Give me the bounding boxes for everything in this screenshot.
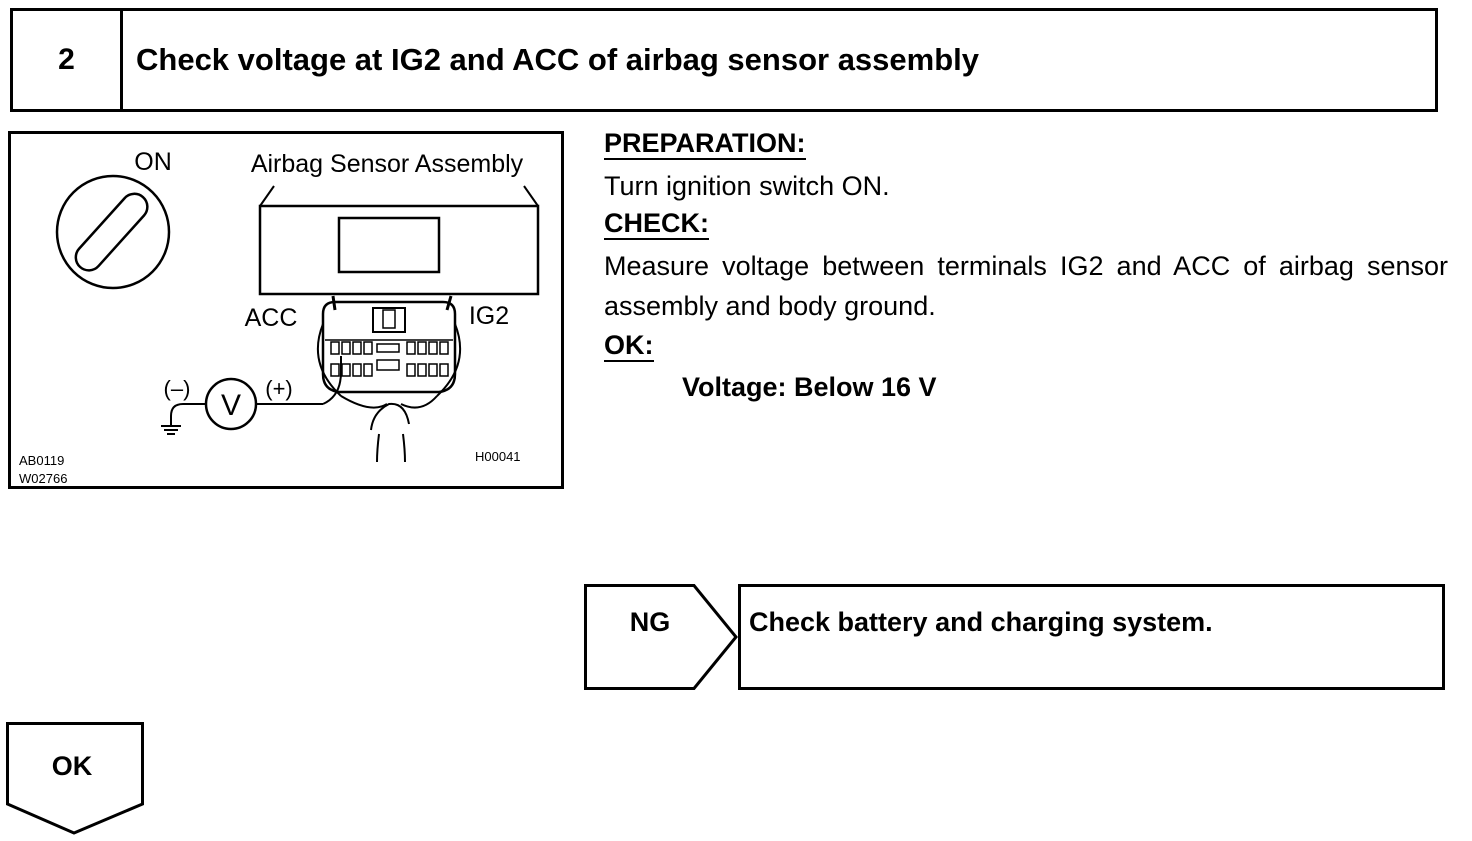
- sensor-assembly-box: [258, 185, 540, 296]
- ok-label: OK: [52, 751, 93, 781]
- ok-value: Voltage: Below 16 V: [682, 372, 937, 402]
- ground-icon: [161, 425, 181, 435]
- ng-action-box: Check battery and charging system.: [738, 584, 1445, 690]
- ignition-on-label: ON: [134, 148, 172, 176]
- positive-probe-label: (+): [265, 376, 293, 401]
- check-heading: CHECK:: [604, 208, 709, 240]
- ng-arrow-shape: NG: [584, 584, 738, 690]
- preparation-text: Turn ignition switch ON.: [604, 171, 890, 201]
- wiring-diagram: ON Airbag Sensor Assembly ACC IG2: [19, 148, 540, 486]
- step-title: Check voltage at IG2 and ACC of airbag s…: [136, 42, 980, 77]
- figure-code-2: W02766: [19, 471, 67, 486]
- ok-branch-box: OK: [6, 722, 146, 841]
- check-text: Measure voltage between terminals IG2 an…: [604, 251, 1448, 321]
- figure-code-1: AB0119: [19, 453, 64, 468]
- ng-action-text: Check battery and charging system.: [749, 607, 1213, 637]
- voltmeter-icon: V: [170, 356, 342, 431]
- ok-arrow-shape: OK: [6, 722, 144, 835]
- negative-probe-label: (–): [164, 376, 191, 401]
- ig2-terminal-label: IG2: [469, 302, 509, 330]
- step-number: 2: [13, 11, 123, 109]
- connector-icon: [316, 295, 462, 463]
- ok-heading: OK:: [604, 330, 654, 362]
- voltmeter-symbol: V: [221, 389, 241, 422]
- sensor-assembly-label: Airbag Sensor Assembly: [251, 150, 524, 178]
- ng-label: NG: [630, 607, 671, 637]
- acc-terminal-label: ACC: [245, 304, 298, 332]
- preparation-heading: PREPARATION:: [604, 128, 806, 160]
- figure-code-3: H00041: [475, 449, 521, 464]
- ignition-key-icon: [55, 174, 171, 290]
- ng-branch-box: NG: [584, 584, 738, 695]
- wiring-figure: ON Airbag Sensor Assembly ACC IG2: [8, 131, 564, 489]
- step-header: 2 Check voltage at IG2 and ACC of airbag…: [10, 8, 1438, 112]
